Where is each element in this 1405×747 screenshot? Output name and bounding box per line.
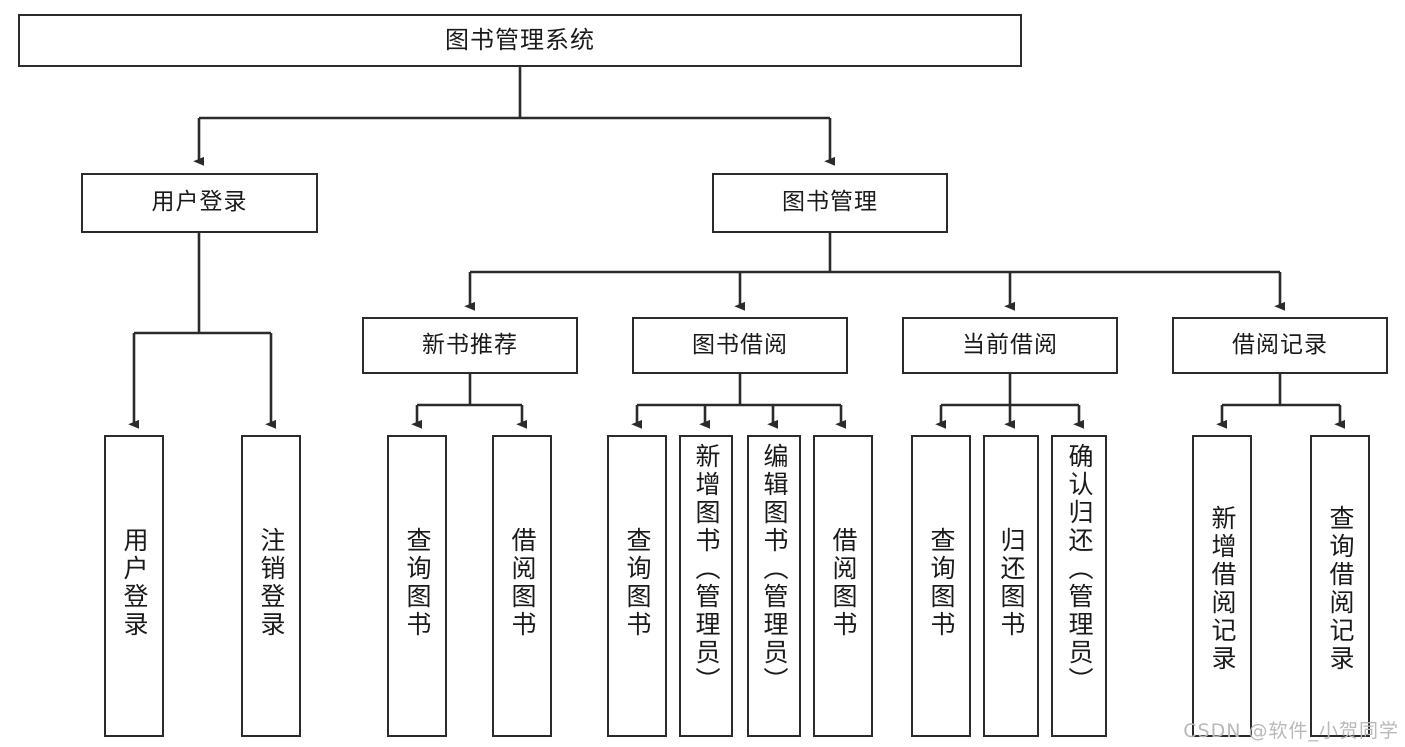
node-borrow-record[interactable]: 借阅记录 — [1172, 317, 1388, 374]
node-label: 编辑图书（管理员） — [760, 443, 789, 695]
node-label: 归还图书 — [997, 527, 1026, 639]
node-label: 注销登录 — [257, 527, 286, 639]
leaf-current-return-book[interactable]: 归还图书 — [983, 435, 1039, 737]
node-label: 图书管理系统 — [445, 26, 595, 55]
leaf-current-query-book[interactable]: 查询图书 — [911, 435, 971, 737]
node-label: 借阅图书 — [508, 527, 537, 639]
node-new-book-recommend[interactable]: 新书推荐 — [362, 317, 578, 374]
node-label: 用户登录 — [151, 189, 248, 216]
leaf-record-query-borrow-record[interactable]: 查询借阅记录 — [1310, 435, 1370, 737]
node-label: 查询借阅记录 — [1326, 505, 1355, 673]
node-label: 用户登录 — [120, 527, 149, 639]
node-label: 查询图书 — [403, 527, 432, 639]
leaf-borrow-lend-book[interactable]: 借阅图书 — [813, 435, 873, 737]
watermark-text: CSDN @软件_小贺同学 — [1183, 720, 1399, 742]
node-current-borrow[interactable]: 当前借阅 — [902, 317, 1118, 374]
leaf-record-add-borrow-record[interactable]: 新增借阅记录 — [1192, 435, 1252, 737]
node-label: 新增图书（管理员） — [692, 443, 721, 695]
node-label: 新书推荐 — [422, 331, 518, 358]
leaf-recommend-borrow-book[interactable]: 借阅图书 — [492, 435, 552, 737]
node-label: 确认归还（管理员） — [1065, 443, 1094, 695]
node-book-management[interactable]: 图书管理 — [712, 173, 948, 233]
leaf-borrow-query-book[interactable]: 查询图书 — [607, 435, 667, 737]
leaf-borrow-add-book-admin[interactable]: 新增图书（管理员） — [679, 435, 733, 737]
node-book-borrow[interactable]: 图书借阅 — [632, 317, 848, 374]
leaf-user-login[interactable]: 用户登录 — [104, 435, 164, 737]
node-root-book-management-system[interactable]: 图书管理系统 — [18, 14, 1022, 67]
node-label: 查询图书 — [623, 527, 652, 639]
node-label: 当前借阅 — [962, 331, 1058, 358]
leaf-borrow-edit-book-admin[interactable]: 编辑图书（管理员） — [747, 435, 801, 737]
leaf-recommend-query-book[interactable]: 查询图书 — [387, 435, 447, 737]
leaf-current-confirm-return-admin[interactable]: 确认归还（管理员） — [1051, 435, 1107, 737]
node-label: 查询图书 — [927, 527, 956, 639]
node-label: 图书管理 — [782, 189, 878, 216]
node-user-login[interactable]: 用户登录 — [81, 173, 318, 233]
node-label: 借阅记录 — [1232, 331, 1328, 358]
node-label: 新增借阅记录 — [1208, 505, 1237, 673]
leaf-user-logout[interactable]: 注销登录 — [241, 435, 301, 737]
node-label: 图书借阅 — [692, 331, 788, 358]
node-label: 借阅图书 — [829, 527, 858, 639]
